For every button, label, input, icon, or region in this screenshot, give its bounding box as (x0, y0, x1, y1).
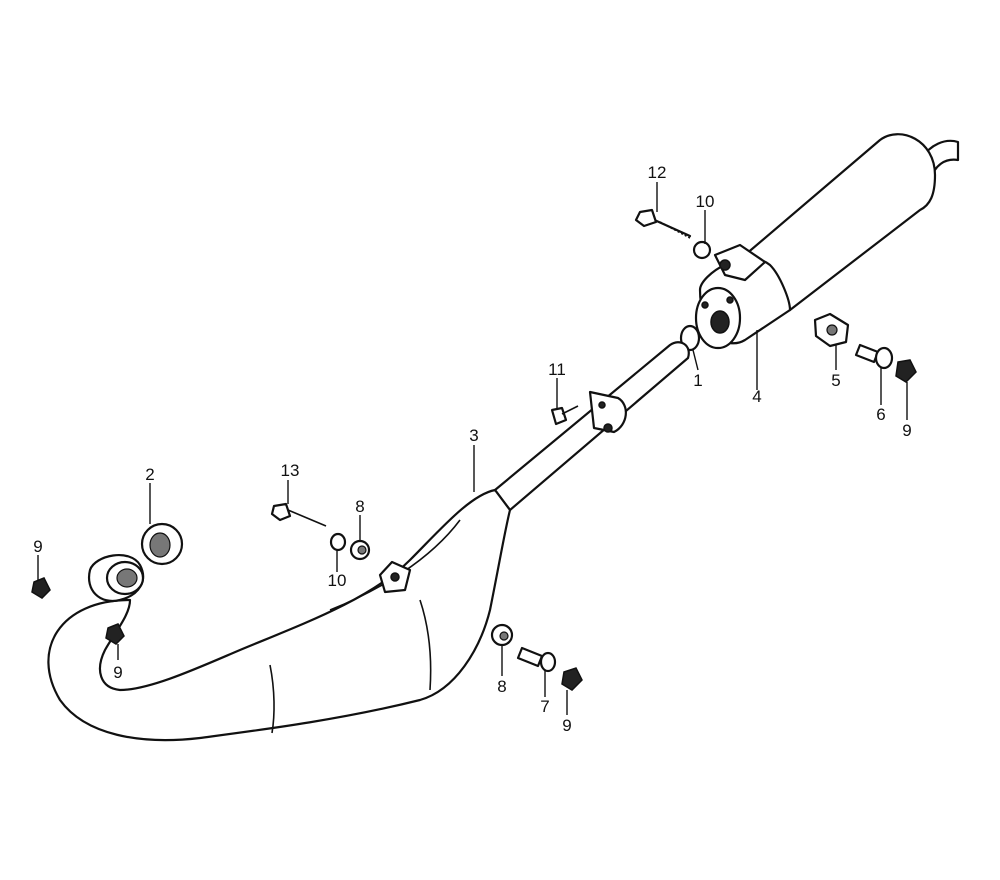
callout-11: 11 (548, 360, 566, 379)
callout-1: 1 (693, 371, 702, 390)
callout-9-bottom: 9 (562, 716, 571, 735)
callout-7: 7 (540, 697, 549, 716)
collar-8-lower (490, 623, 514, 647)
callout-9-left-upper: 9 (33, 537, 42, 556)
bolt-12 (634, 208, 692, 239)
nut-9-right (895, 359, 917, 383)
callout-3: 3 (469, 426, 478, 445)
callout-10-upper: 10 (696, 192, 715, 211)
collar-6 (854, 343, 894, 370)
callout-8-lower: 8 (497, 677, 506, 696)
bolt-11 (550, 405, 579, 426)
exhaust-chamber (47, 341, 690, 742)
nut-9-left-upper (31, 577, 51, 599)
collar-7 (516, 646, 557, 673)
muffler (694, 133, 960, 350)
callout-12: 12 (648, 163, 667, 182)
callout-9-right: 9 (902, 421, 911, 440)
callout-6: 6 (876, 405, 885, 424)
washer-10-lower (329, 532, 347, 552)
callout-10-lower: 10 (328, 571, 347, 590)
washer-10-upper (692, 240, 712, 260)
nut-9-bottom (561, 667, 583, 691)
callout-9-left-lower: 9 (113, 663, 122, 682)
callout-8-upper: 8 (355, 497, 364, 516)
leader-lines (37, 182, 908, 715)
exhaust-seal (140, 522, 184, 566)
collar-8-upper (349, 539, 371, 561)
callout-numbers: 12 10 1 4 5 6 9 11 3 2 13 8 10 9 9 8 7 9 (33, 163, 911, 735)
bolt-13 (270, 502, 327, 527)
callout-13: 13 (281, 461, 300, 480)
callout-5: 5 (831, 371, 840, 390)
callout-4: 4 (752, 387, 761, 406)
grommet-5 (813, 312, 850, 348)
nut-9-left-lower (105, 623, 125, 645)
callout-2: 2 (145, 465, 154, 484)
